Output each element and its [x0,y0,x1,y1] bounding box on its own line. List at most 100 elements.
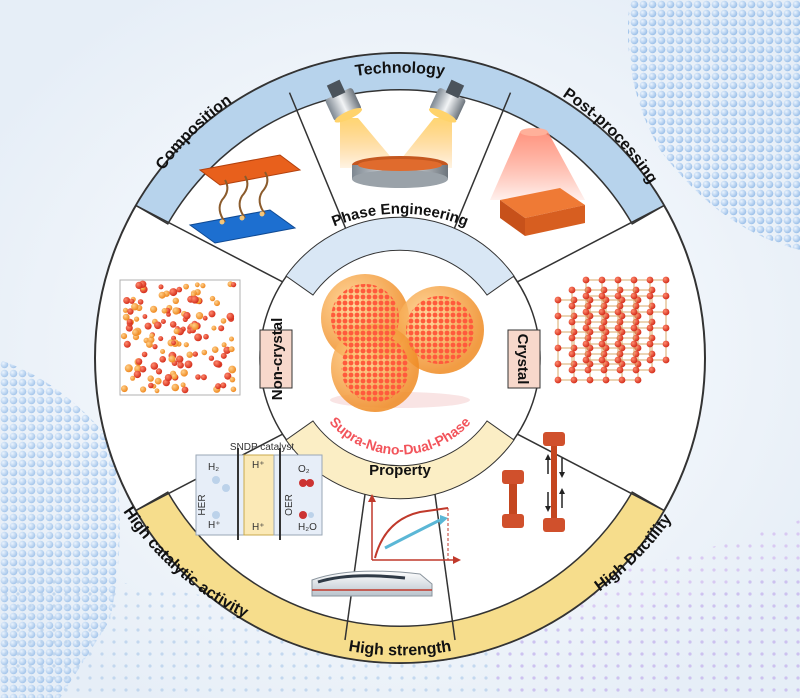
lattice-atom [570,376,578,384]
catalysis-illustration: SNDP catalyst H₂ O₂ H⁺ H⁺ H⁺ H₂O HER OER [195,442,323,540]
lattice-atom [554,344,562,352]
amorphous-atom [200,374,207,381]
lattice-atom [582,340,590,348]
amorphous-atom [144,322,152,330]
lattice-atom [614,308,622,316]
post-processing-illustration [490,128,585,236]
amorphous-atom [168,355,176,363]
amorphous-atom [229,376,236,383]
lattice-atom [646,308,654,316]
amorphous-atom [159,356,166,363]
o2-label: O₂ [298,464,310,475]
lattice-atom [600,366,608,374]
amorphous-atom [191,322,199,331]
label-crystal: Crystal [514,334,531,385]
lattice-atom [646,356,654,364]
technology-illustration [325,79,466,188]
amorphous-atom [181,386,189,394]
center-nanoparticles [321,274,484,412]
amorphous-atom [191,295,199,304]
amorphous-atom [142,314,148,319]
amorphous-atom [208,310,216,318]
amorphous-atom [195,312,204,320]
lattice-atom [554,296,562,304]
lattice-atom [586,376,594,384]
lattice-atom [582,356,590,364]
amorphous-atom [183,342,189,348]
lattice-atom [648,366,656,374]
h-plus-top-label: H⁺ [252,460,265,471]
amorphous-atom [184,360,193,369]
amorphous-atom [209,295,216,302]
inner-bottom-band [285,420,515,500]
lattice-atom [646,324,654,332]
lattice-atom [646,292,654,300]
amorphous-atom [130,375,136,381]
label-property: Property [369,462,431,479]
amorphous-atom [147,375,154,382]
amorphous-atom [169,321,177,328]
lattice-atom [662,324,670,332]
amorphous-atom [146,341,153,348]
lattice-atom [614,356,622,364]
amorphous-atom [200,283,206,289]
lattice-atom [602,376,610,384]
amorphous-atom [140,386,147,393]
amorphous-atom [134,365,142,373]
amorphous-atom [169,288,178,297]
lattice-atom [614,276,622,284]
amorphous-atom [183,311,191,320]
lattice-atom [598,356,606,364]
h-plus-left-label: H⁺ [208,520,221,531]
amorphous-atom [194,282,200,288]
amorphous-atom [154,321,162,330]
lattice-atom [554,376,562,384]
lattice-atom [568,302,576,310]
lattice-atom [598,292,606,300]
lattice-atom [630,340,638,348]
amorphous-atom [203,333,209,340]
lattice-atom [662,292,670,300]
oer-label: OER [284,494,295,516]
catalyst-label: SNDP catalyst [230,442,295,453]
amorphous-atom [195,374,201,380]
inner-left-tab [259,329,293,389]
lattice-atom [598,276,606,284]
amorphous-atom [129,298,135,304]
lattice-atom [582,324,590,332]
lattice-atom [630,356,638,364]
amorphous-atom [220,352,227,359]
amorphous-atom [150,362,159,370]
amorphous-atom [123,340,131,348]
amorphous-atom [228,346,235,353]
lattice-atom [598,324,606,332]
amorphous-atom [215,383,222,390]
amorphous-atom [121,385,128,393]
inner-top-band [285,216,515,296]
amorphous-atom [183,283,190,290]
amorphous-atom [171,340,177,346]
amorphous-atom [126,318,133,325]
lattice-atom [662,340,670,348]
amorphous-atom [231,282,237,288]
composition-illustration [188,154,302,244]
ductility-illustration [502,432,565,532]
lattice-atom [582,308,590,316]
lattice-atom [568,318,576,326]
amorphous-atom [218,325,225,332]
amorphous-atom [135,281,143,289]
amorphous-atom [171,373,178,380]
amorphous-atom [149,333,155,339]
amorphous-atom [192,351,198,357]
amorphous-atom [164,374,172,382]
label-high-strength: High strength [348,638,453,659]
lattice-atom [630,308,638,316]
lattice-atom [646,340,654,348]
lattice-atom [582,276,590,284]
amorphous-atom [172,297,179,304]
her-label: HER [197,494,208,515]
amorphous-atom [155,368,163,375]
amorphous-atom [226,312,235,321]
amorphous-atom [158,336,164,342]
lattice-atom [630,276,638,284]
